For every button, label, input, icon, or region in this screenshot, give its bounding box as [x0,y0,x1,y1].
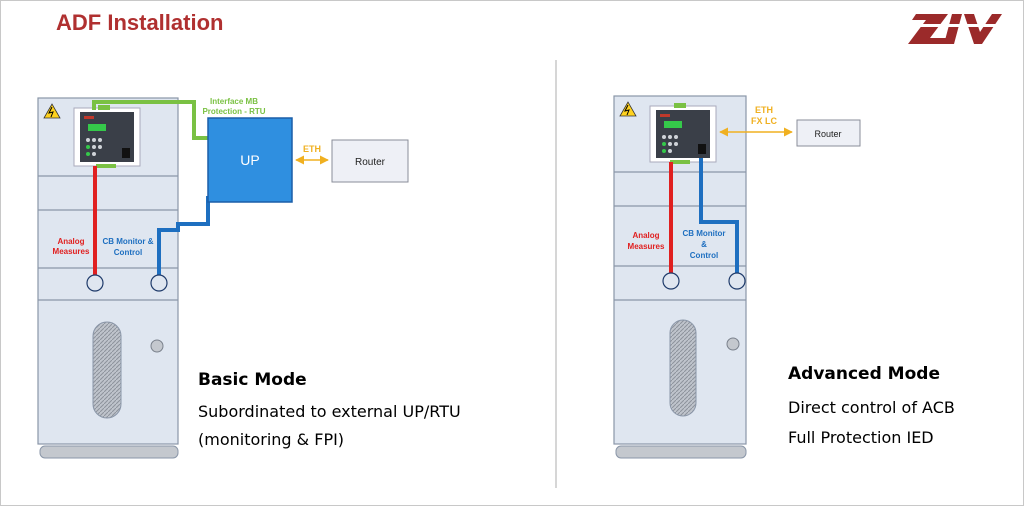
left-router-label: Router [355,157,386,168]
warning-icon [619,101,637,117]
right-cb-label-line2: & [701,240,707,249]
right-cb-label-line1: CB Monitor [682,229,725,238]
interface-label-line2: Protection - RTU [202,107,265,116]
left-analog-label-line2: Measures [53,247,90,256]
left-mode-line2: (monitoring & FPI) [198,430,345,449]
warning-icon [43,103,61,119]
right-cb-label-line3: Control [690,251,718,260]
right-mode-title: Advanced Mode [788,364,940,384]
right-relay-device [649,103,717,164]
right-cb-wire [699,158,739,280]
ziv-logo [908,14,1004,44]
left-cb-label-line2: Control [114,248,142,257]
right-eth-label-line1: ETH [755,105,773,115]
left-relay-device [73,105,141,168]
up-label: UP [240,152,259,168]
page-title: ADF Installation [56,10,224,35]
right-mode-line2: Full Protection IED [788,428,934,447]
up-box [207,117,293,203]
left-mode-line1: Subordinated to external UP/RTU [198,402,461,421]
right-eth-label-line2: FX LC [751,116,777,126]
right-analog-label-line2: Measures [628,242,665,251]
left-router-box [331,139,409,183]
left-mode-title: Basic Mode [198,370,307,390]
left-cb-wire [157,196,210,282]
right-router-box [796,119,861,147]
right-analog-label-line1: Analog [632,231,659,240]
left-analog-label-line1: Analog [57,237,84,246]
left-cb-label-line1: CB Monitor & [102,237,153,246]
right-mode-line1: Direct control of ACB [788,398,955,417]
left-eth-label: ETH [303,144,321,154]
right-router-label: Router [814,129,841,139]
right-cabinet [613,95,747,459]
left-interface-wire [92,100,208,140]
interface-label-line1: Interface MB [210,97,258,106]
